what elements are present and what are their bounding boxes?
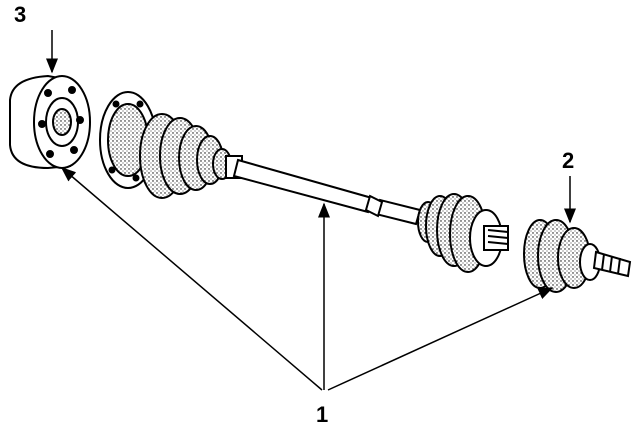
callout-1: 1 xyxy=(316,402,329,427)
flange-disc-part-3 xyxy=(9,74,91,170)
inner-cv-joint xyxy=(99,91,243,199)
outer-cv-joint xyxy=(417,193,509,273)
leader-1-to-3 xyxy=(60,167,323,391)
callout-3: 3 xyxy=(14,2,27,27)
leader-1-to-2 xyxy=(327,287,554,391)
callout-2: 2 xyxy=(562,148,575,173)
leader-lines xyxy=(46,30,576,391)
outer-joint-part-2 xyxy=(523,219,632,293)
axle-shaft xyxy=(232,158,422,226)
